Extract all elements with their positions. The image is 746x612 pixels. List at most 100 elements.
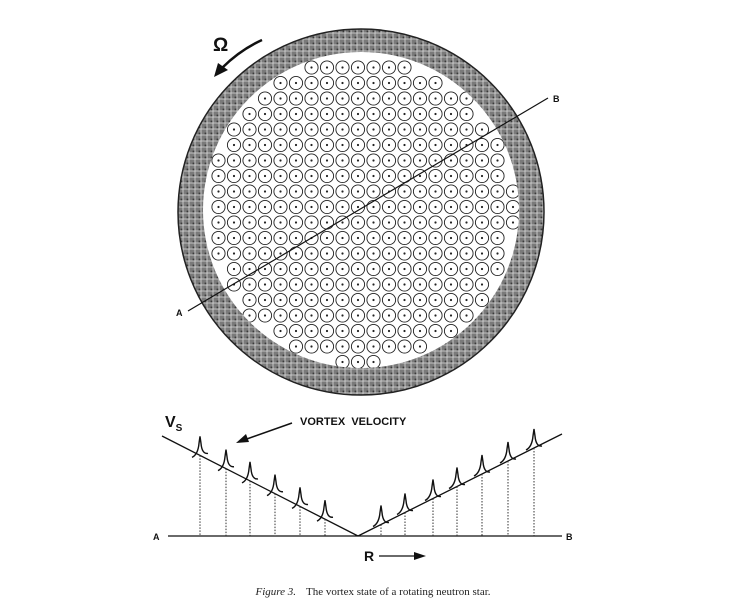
vortex-core — [480, 283, 484, 286]
vortex-core — [279, 97, 282, 100]
vortex-circle — [350, 122, 366, 137]
vortex-circle — [350, 354, 366, 368]
vortex-core — [434, 112, 437, 116]
vortex-spike — [396, 493, 414, 516]
vortex-circle — [459, 106, 474, 122]
vortex-circle — [226, 168, 242, 184]
vortex-core — [232, 159, 236, 162]
vortex-core — [465, 267, 468, 271]
vortex-core — [294, 128, 298, 131]
vortex-circle — [350, 323, 366, 339]
vortex-core — [263, 205, 267, 209]
vortex-circle — [443, 153, 459, 168]
vortex-circle — [319, 60, 335, 75]
vortex-circle — [257, 246, 273, 261]
vortex-spike — [241, 461, 259, 484]
vortex-core — [418, 159, 422, 162]
vortex-circle — [304, 137, 319, 153]
vortex-core — [279, 298, 282, 302]
vortex-core — [387, 81, 391, 85]
vortex-circle — [242, 122, 257, 137]
vortex-circle — [257, 308, 273, 323]
vortex-circle — [443, 199, 459, 215]
vortex-circle — [242, 184, 257, 199]
vortex-core — [325, 128, 329, 131]
vortex-core — [403, 221, 406, 224]
vortex-core — [465, 252, 468, 255]
vortex-circle — [443, 168, 459, 184]
vortex-core — [418, 174, 422, 178]
vortex-circle — [381, 137, 397, 153]
vortex-core — [341, 267, 344, 271]
vortex-circle — [304, 75, 319, 91]
vortex-core — [341, 112, 344, 116]
vortex-core — [387, 267, 391, 271]
vortex-core — [434, 329, 437, 333]
vortex-circle — [443, 277, 459, 292]
vortex-core — [480, 174, 484, 178]
vortex-core — [325, 236, 329, 240]
vortex-circle — [350, 308, 366, 323]
vortex-circle — [428, 91, 443, 106]
vortex-core — [279, 174, 282, 178]
vortex-core — [294, 174, 298, 178]
vortex-core — [387, 66, 391, 69]
vortex-core — [496, 143, 499, 147]
rotation-arrow-curve — [221, 38, 263, 69]
vortex-core — [449, 112, 453, 116]
vortex-core — [434, 81, 437, 85]
vortex-core — [372, 298, 375, 302]
vortex-core — [496, 252, 499, 255]
vortex-circle — [273, 106, 288, 122]
vortex-circle — [304, 153, 319, 168]
vortex-core — [356, 143, 360, 147]
vortex-core — [356, 345, 360, 348]
vortex-circle — [273, 199, 288, 215]
vortex-circle — [319, 153, 335, 168]
vortex-core — [325, 174, 329, 178]
vortex-core — [403, 81, 406, 85]
vortex-core — [496, 174, 499, 178]
vortex-circle — [350, 168, 366, 184]
vortex-circle — [366, 60, 381, 75]
vortex-core — [465, 112, 468, 116]
vortex-core — [310, 314, 313, 317]
vortex-core — [294, 252, 298, 255]
vortex-velocity-label: VORTEX VELOCITY — [300, 416, 407, 428]
vortex-circle — [304, 261, 319, 277]
vortex-core — [480, 190, 484, 193]
vortex-circle — [226, 277, 242, 292]
vortex-core — [449, 252, 453, 255]
vortex-circle — [242, 153, 257, 168]
vortex-circle — [397, 184, 412, 199]
vortex-circle — [474, 230, 490, 246]
vortex-core — [279, 81, 282, 85]
vortex-circle — [319, 75, 335, 91]
vortex-circle — [381, 230, 397, 246]
vortex-core — [279, 283, 282, 286]
vortex-core — [403, 345, 406, 348]
vortex-circle — [428, 184, 443, 199]
vortex-circle — [335, 323, 350, 339]
vortex-circle — [443, 230, 459, 246]
vortex-core — [372, 128, 375, 131]
vortex-circle — [412, 137, 428, 153]
vortex-core — [480, 159, 484, 162]
vortex-spike — [499, 441, 517, 464]
vortex-core — [449, 298, 453, 302]
vortex-circle — [273, 292, 288, 308]
vortex-core — [372, 143, 375, 147]
vortex-core — [403, 159, 406, 162]
vortex-circle — [428, 246, 443, 261]
vortex-circle — [304, 308, 319, 323]
vortex-core — [372, 345, 375, 348]
vortex-circle — [288, 153, 304, 168]
vortex-core — [434, 283, 437, 286]
vortex-circle — [428, 199, 443, 215]
vortex-circle — [304, 122, 319, 137]
vortex-circle — [397, 137, 412, 153]
vortex-circle — [335, 75, 350, 91]
vortex-circle — [474, 292, 490, 308]
vortex-circle — [459, 215, 474, 230]
vortex-core — [310, 283, 313, 286]
